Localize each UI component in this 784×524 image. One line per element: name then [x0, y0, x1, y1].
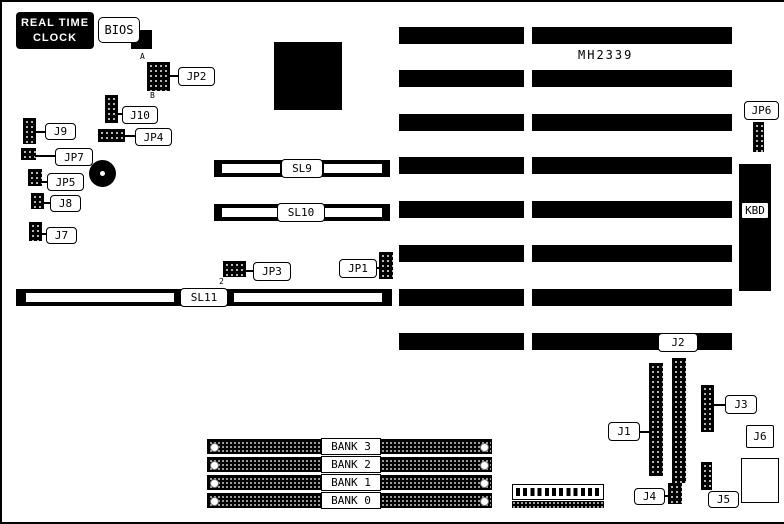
j2-label: J2	[658, 333, 698, 352]
j9-wire	[35, 131, 46, 133]
cpu-chip	[274, 42, 342, 110]
kbd-label: KBD	[741, 202, 769, 219]
j8-wire	[43, 202, 52, 204]
sl9-slot: SL9	[214, 159, 390, 178]
j7-wire	[41, 233, 48, 235]
sl11-slot: SL11	[16, 288, 392, 307]
jp6-connector	[753, 122, 764, 152]
power-connector-pins	[512, 484, 604, 500]
jp3-connector	[223, 261, 246, 277]
j10-label: J10	[122, 106, 158, 124]
jp4-wire	[123, 135, 137, 137]
j5-label: J5	[708, 491, 739, 508]
sl10-slot: SL10	[214, 203, 390, 222]
jp3-pin-2-marker: 2	[219, 277, 224, 286]
speaker	[89, 160, 116, 187]
expansion-slot-2	[399, 70, 732, 87]
j8-label: J8	[50, 195, 81, 212]
bios-label: BIOS	[98, 17, 140, 43]
j10-wire	[116, 113, 124, 115]
j9-connector	[23, 118, 36, 144]
j5-connector	[701, 462, 712, 490]
keyboard-connector	[739, 164, 771, 291]
jp1-wire	[375, 267, 381, 269]
j9-label: J9	[45, 123, 76, 140]
jp5-connector	[28, 169, 42, 186]
bank0-label: BANK 0	[321, 492, 381, 509]
jp4-label: JP4	[135, 128, 172, 146]
j3-label: J3	[725, 395, 757, 414]
j6-label: J6	[746, 425, 774, 448]
jp2-pin-b-marker: B	[150, 91, 155, 100]
expansion-slot-8	[399, 333, 732, 350]
real-time-clock-label: REAL TIME CLOCK	[16, 12, 94, 49]
j7-label: J7	[46, 227, 77, 244]
simm-socket-bank1: BANK 1	[207, 474, 492, 491]
j4-connector	[668, 483, 682, 504]
jp2-wire	[169, 75, 179, 77]
jp6-label: JP6	[744, 101, 779, 120]
sl11-label: SL11	[180, 288, 228, 307]
jp7-wire	[35, 155, 56, 157]
power-connector-strip	[512, 501, 604, 508]
bank3-label: BANK 3	[321, 438, 381, 455]
j3-wire	[713, 404, 726, 406]
expansion-slot-3	[399, 114, 732, 131]
simm-socket-bank0: BANK 0	[207, 492, 492, 509]
jp7-label: JP7	[55, 148, 93, 166]
jp5-label: JP5	[47, 173, 84, 191]
simm-socket-bank2: BANK 2	[207, 456, 492, 473]
j4-wire	[663, 495, 669, 497]
expansion-slot-1	[399, 27, 732, 44]
sl9-label: SL9	[281, 159, 323, 178]
j1-wire	[638, 431, 650, 433]
expansion-slot-7	[399, 289, 732, 306]
jp1-label: JP1	[339, 259, 377, 278]
jp3-label: JP3	[253, 262, 291, 281]
sl10-label: SL10	[277, 203, 325, 222]
j4-label: J4	[634, 488, 665, 505]
jp4-connector	[98, 129, 125, 142]
expansion-slot-6	[399, 245, 732, 262]
expansion-slot-4	[399, 157, 732, 174]
bottom-right-connector	[741, 458, 779, 503]
j7-connector	[29, 222, 42, 241]
jp2-label: JP2	[178, 67, 215, 86]
j8-connector	[31, 193, 44, 209]
jp2-pin-a-marker: A	[140, 52, 145, 61]
j10-connector	[105, 95, 118, 123]
j1-label: J1	[608, 422, 640, 441]
power-connector	[512, 484, 604, 510]
jp7-connector	[21, 148, 36, 160]
simm-socket-bank3: BANK 3	[207, 438, 492, 455]
jp2-connector	[147, 62, 170, 91]
expansion-slot-5	[399, 201, 732, 218]
bank1-label: BANK 1	[321, 474, 381, 491]
jp5-wire	[41, 181, 49, 183]
jp3-wire	[244, 270, 255, 272]
j2-header-left	[649, 363, 663, 476]
j3-connector	[701, 385, 714, 432]
chipset-part-number: MH2339	[578, 48, 634, 62]
jp1-connector	[379, 252, 393, 279]
bank2-label: BANK 2	[321, 456, 381, 473]
j2-header-right	[672, 358, 686, 483]
